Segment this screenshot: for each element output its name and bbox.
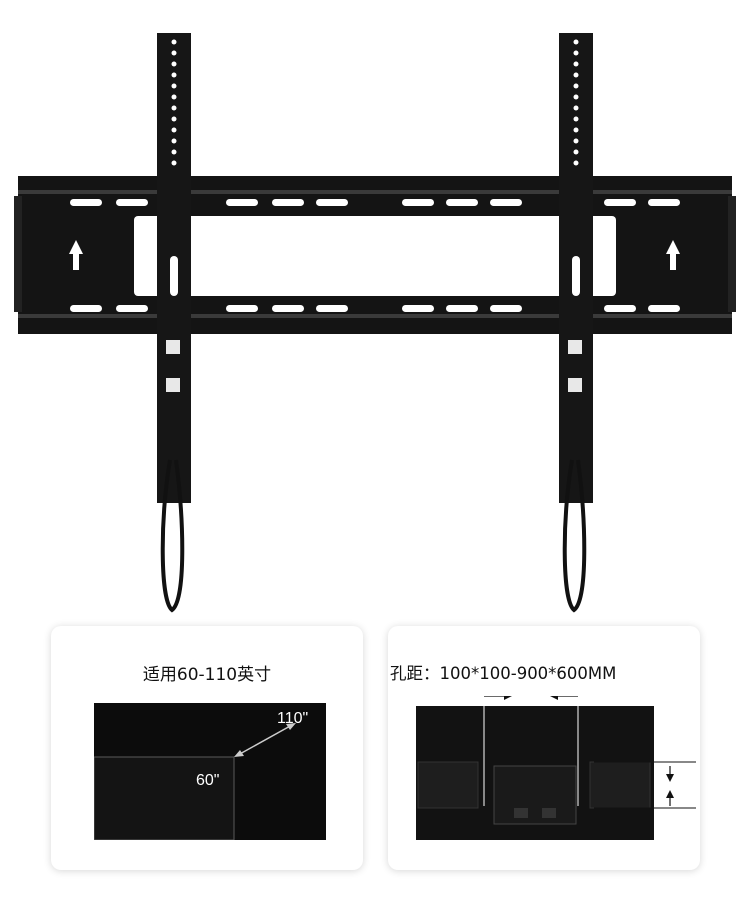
hole-spacing-card: 孔距：100*100-900*600MM — [388, 626, 700, 870]
tv-wall-mount-illustration — [14, 33, 736, 613]
screen-size-card: 适用60-110英寸 110" 60" — [51, 626, 363, 870]
tv-mount-product-image — [14, 33, 736, 613]
tv-back-diagram — [416, 696, 696, 840]
up-arrow-icon — [69, 240, 680, 270]
screen-size-diagram: 110" 60" — [94, 703, 326, 840]
size-label-60: 60" — [196, 772, 219, 789]
size-label-110: 110" — [277, 710, 308, 727]
screen-size-title: 适用60-110英寸 — [142, 665, 272, 685]
hole-spacing-title: 孔距：100*100-900*600MM — [390, 664, 617, 683]
